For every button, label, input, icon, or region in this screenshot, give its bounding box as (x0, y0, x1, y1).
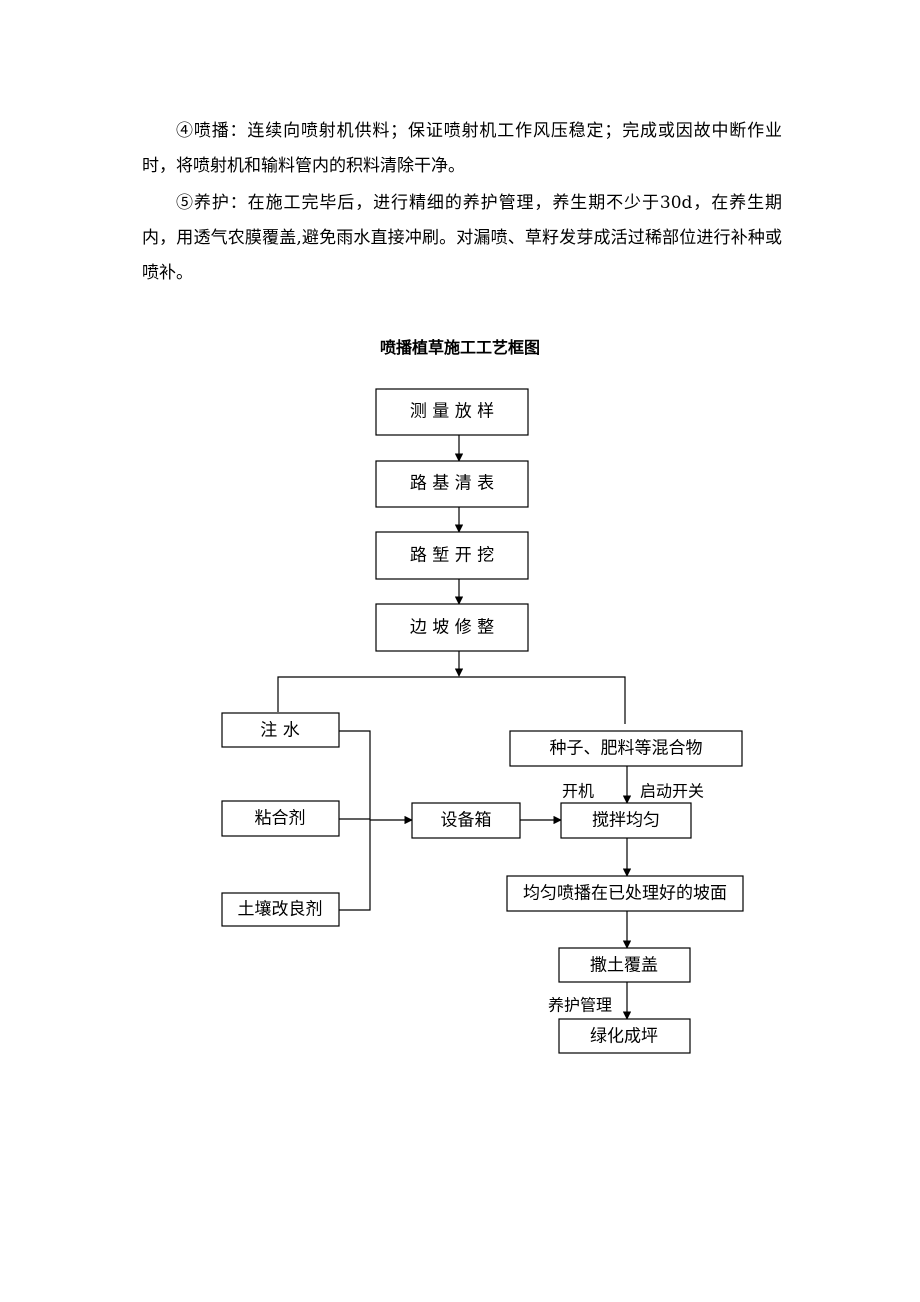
node-adhesive: 粘合剂 (221, 800, 340, 837)
paragraph-spraying: ④喷播：连续向喷射机供料；保证喷射机工作风压稳定；完成或因故中断作业时，将喷射机… (142, 121, 782, 176)
node-stir-label: 搅拌均匀 (592, 811, 660, 831)
edge-label-maintenance: 养护管理 (548, 996, 612, 1015)
node-cover: 撒土覆盖 (558, 947, 691, 983)
node-soil-label: 土壤改良剂 (238, 899, 323, 920)
diagram-title: 喷播植草施工工艺框图 (379, 338, 540, 357)
branch-connector (277, 676, 626, 724)
node-cover-label: 撒土覆盖 (590, 956, 658, 976)
inputs-bracket (339, 730, 371, 911)
node-clear: 路 基 清 表 (375, 460, 529, 508)
node-survey-label: 测 量 放 样 (410, 402, 494, 422)
node-trim: 边 坡 修 整 (375, 603, 529, 652)
node-equipment-label: 设备箱 (441, 811, 492, 831)
node-mixture: 种子、肥料等混合物 (509, 730, 743, 767)
node-adhesive-label: 粘合剂 (255, 809, 306, 829)
paragraph-maintenance: ⑤养护：在施工完毕后，进行精细的养护管理，养生期不少于30d，在养生期内，用透气… (142, 193, 782, 283)
node-cut-label: 路 堑 开 挖 (410, 546, 494, 566)
node-survey: 测 量 放 样 (375, 388, 529, 436)
node-stir: 搅拌均匀 (560, 802, 692, 839)
node-lawn-label: 绿化成坪 (590, 1027, 658, 1047)
node-soil: 土壤改良剂 (221, 892, 340, 927)
node-clear-label: 路 基 清 表 (410, 474, 494, 494)
node-mixture-label: 种子、肥料等混合物 (550, 739, 703, 759)
edge-label-start-machine: 开机 (562, 782, 594, 801)
node-cut: 路 堑 开 挖 (375, 531, 529, 580)
node-trim-label: 边 坡 修 整 (410, 618, 494, 638)
node-equipment: 设备箱 (411, 802, 521, 839)
node-water-label: 注 水 (260, 721, 299, 741)
node-lawn: 绿化成坪 (558, 1018, 691, 1054)
node-water: 注 水 (221, 712, 340, 748)
edge-label-start-switch: 启动开关 (640, 782, 704, 801)
node-spray-label: 均匀喷播在已处理好的坡面 (523, 884, 727, 904)
node-spray: 均匀喷播在已处理好的坡面 (506, 875, 744, 912)
